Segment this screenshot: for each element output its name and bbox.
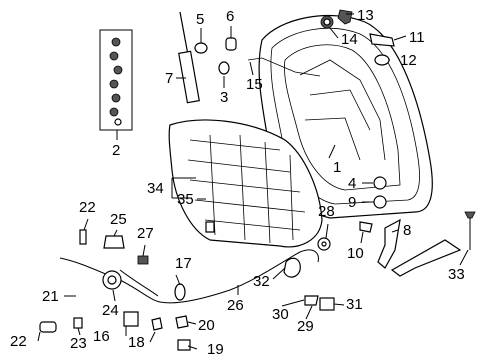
callout-18: 18: [128, 334, 145, 351]
callout-10: 10: [347, 245, 364, 262]
callout-33: 33: [448, 266, 465, 283]
callout-35: 35: [177, 191, 194, 208]
callout-13: 13: [357, 7, 374, 24]
upper-small-parts: [194, 9, 395, 209]
callout-1: 1: [333, 159, 342, 176]
callout-34: 34: [147, 180, 164, 197]
callout-9: 9: [348, 194, 357, 211]
callout-22a: 22: [10, 333, 27, 350]
callout-24: 24: [102, 302, 119, 319]
hood-insulator: [168, 119, 323, 248]
callout-5: 5: [196, 11, 205, 28]
callout-14: 14: [341, 31, 358, 48]
callout-6: 6: [226, 8, 235, 25]
callout-22b: 22: [79, 199, 96, 216]
callout-11: 11: [409, 29, 425, 46]
callout-29: 29: [297, 318, 314, 335]
callout-23: 23: [70, 335, 87, 352]
callout-21: 21: [42, 288, 59, 305]
callout-26: 26: [227, 297, 244, 314]
callout-15: 15: [246, 76, 263, 93]
callout-27: 27: [137, 225, 154, 242]
hinge-parts: [359, 211, 476, 277]
callout-20: 20: [198, 317, 215, 334]
callout-17: 17: [175, 255, 192, 272]
callout-28: 28: [318, 203, 335, 220]
leader-lines: [37, 13, 469, 350]
callout-7: 7: [165, 70, 174, 87]
release-cable: [39, 221, 335, 351]
callout-8: 8: [403, 222, 412, 239]
callout-16: 16: [93, 328, 110, 345]
callout-30: 30: [272, 306, 289, 323]
callout-25: 25: [110, 211, 127, 228]
callout-2: 2: [112, 142, 121, 159]
callout-19: 19: [207, 341, 224, 358]
fastener-kit: [99, 29, 133, 131]
callout-32: 32: [253, 273, 270, 290]
callout-12: 12: [400, 52, 417, 69]
callout-4: 4: [348, 175, 357, 192]
callout-3: 3: [220, 89, 229, 106]
callout-31: 31: [346, 296, 363, 313]
